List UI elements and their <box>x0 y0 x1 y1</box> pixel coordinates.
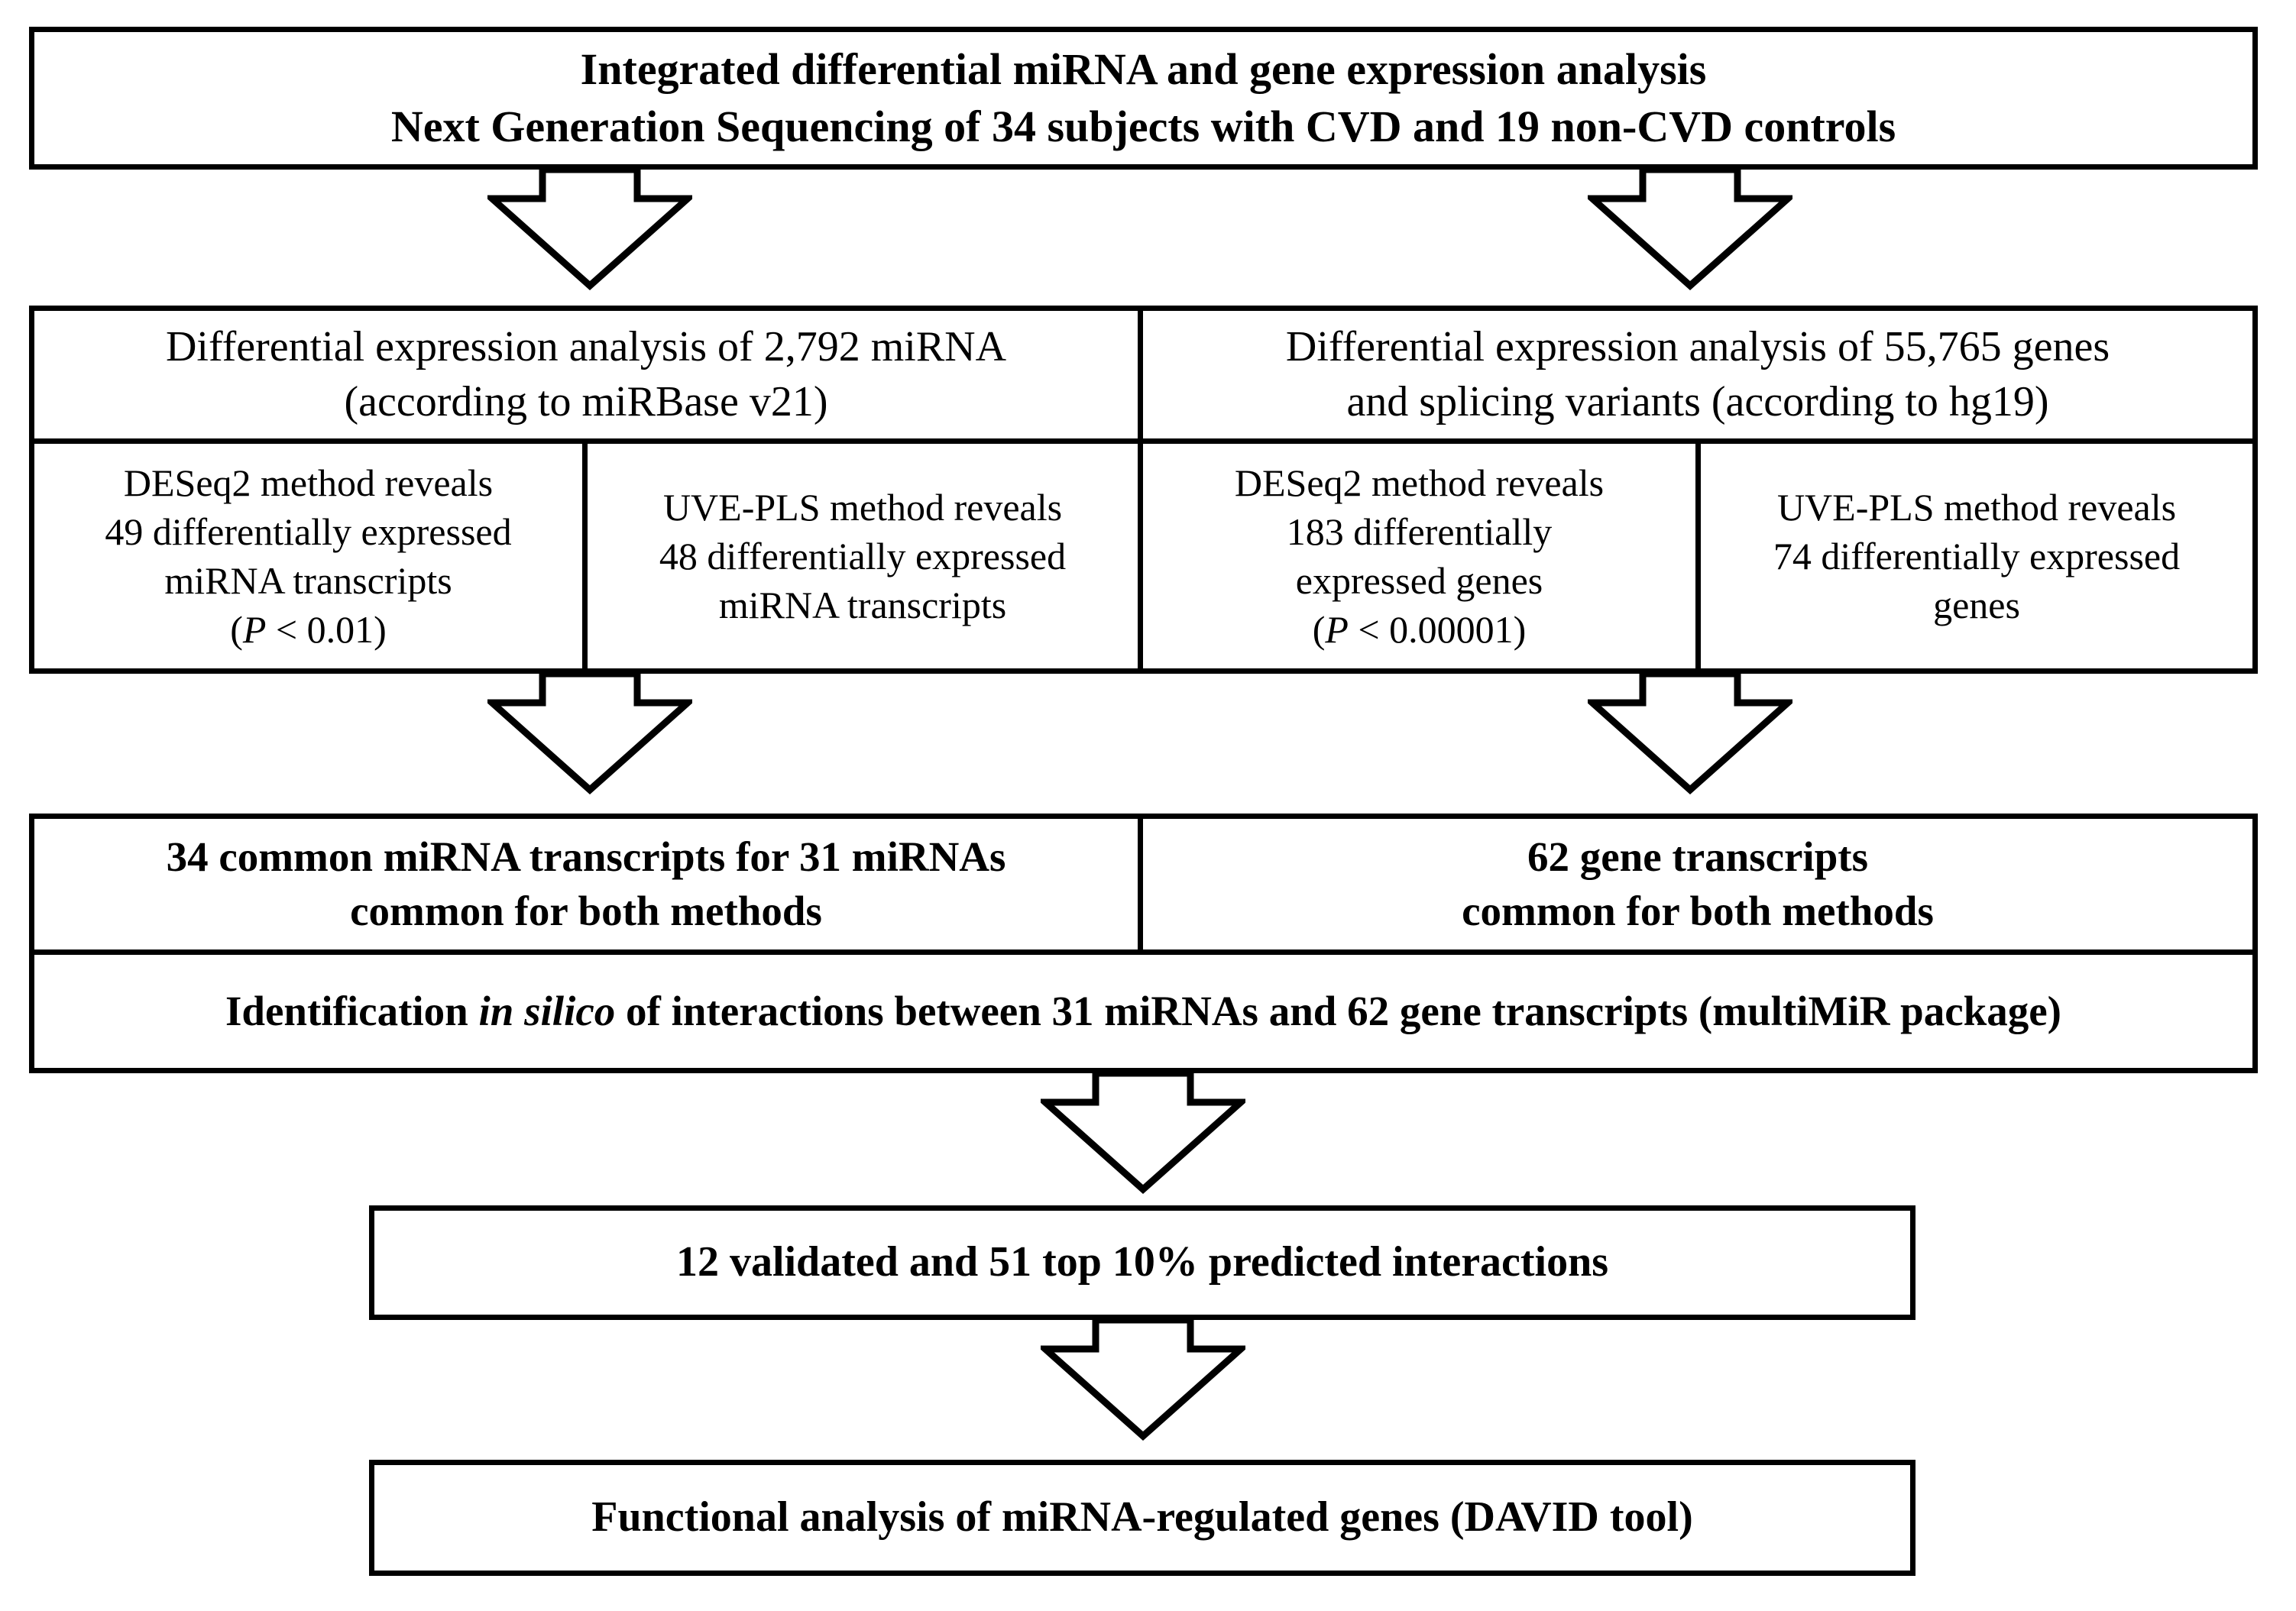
common-block-row-divider <box>29 949 2258 955</box>
analysis-block-center-divider <box>1138 306 1143 674</box>
mirna-uvepls-line2: 48 differentially expressed <box>659 535 1067 577</box>
node-mirna-common: 34 common miRNA transcripts for 31 miRNA… <box>34 819 1138 949</box>
node-mirna-deseq2: DESeq2 method reveals 49 differentially … <box>34 444 582 668</box>
node-insilico: Identification in silico of interactions… <box>34 955 2252 1068</box>
mirna-deseq2-pvalue: (P < 0.01) <box>230 608 387 651</box>
node-functional-analysis: Functional analysis of miRNA-regulated g… <box>369 1460 1915 1576</box>
arrow-gene-methods-to-common <box>1588 674 1792 794</box>
arrow-title-to-gene <box>1588 170 1792 290</box>
study-title-line1: Integrated differential miRNA and gene e… <box>580 44 1707 95</box>
mirna-analysis-line2: (according to miRBase v21) <box>344 377 828 425</box>
node-mirna-analysis: Differential expression analysis of 2,79… <box>34 311 1138 438</box>
mirna-uvepls-text: UVE-PLS method reveals 48 differentially… <box>588 483 1138 629</box>
insilico-latin-phrase: in silico <box>478 987 616 1034</box>
gene-uvepls-line1: UVE-PLS method reveals <box>1776 486 2177 529</box>
insilico-text: Identification in silico of interactions… <box>34 985 2252 1038</box>
insilico-prefix: Identification <box>225 987 479 1034</box>
node-study-title: Integrated differential miRNA and gene e… <box>29 27 2258 170</box>
gene-common-line2: common for both methods <box>1462 887 1934 934</box>
common-block-center-divider <box>1138 814 1143 949</box>
gene-deseq2-line3: expressed genes <box>1295 559 1543 602</box>
analysis-block-row-divider <box>29 438 2258 444</box>
mirna-deseq2-threshold: < 0.01) <box>266 608 387 651</box>
mirna-deseq2-text: DESeq2 method reveals 49 differentially … <box>34 458 582 654</box>
gene-deseq2-line1: DESeq2 method reveals <box>1234 461 1605 504</box>
mirna-deseq2-p-symbol: P <box>242 608 267 651</box>
mirna-deseq2-line2: 49 differentially expressed <box>105 510 512 553</box>
gene-deseq2-text: DESeq2 method reveals 183 differentially… <box>1143 458 1695 654</box>
arrow-mirna-methods-to-common <box>487 674 692 794</box>
mirna-uvepls-line3: miRNA transcripts <box>718 584 1007 626</box>
functional-analysis-text: Functional analysis of miRNA-regulated g… <box>591 1493 1693 1541</box>
gene-analysis-line2: and splicing variants (according to hg19… <box>1346 377 2049 425</box>
gene-analysis-line1: Differential expression analysis of 55,7… <box>1285 322 2110 370</box>
mirna-analysis-text: Differential expression analysis of 2,79… <box>34 320 1138 429</box>
mirna-methods-divider <box>582 438 588 674</box>
analysis-block <box>29 306 2258 674</box>
node-gene-uvepls: UVE-PLS method reveals 74 differentially… <box>1701 444 2252 668</box>
arrow-title-to-mirna <box>487 170 692 290</box>
mirna-deseq2-line1: DESeq2 method reveals <box>123 461 494 504</box>
gene-common-text: 62 gene transcripts common for both meth… <box>1143 830 2252 938</box>
node-gene-deseq2: DESeq2 method reveals 183 differentially… <box>1143 444 1695 668</box>
study-title-line2: Next Generation Sequencing of 34 subject… <box>390 101 1896 151</box>
gene-deseq2-paren-open: ( <box>1312 608 1326 651</box>
common-block <box>29 814 2258 1073</box>
gene-methods-divider <box>1695 438 1701 674</box>
gene-deseq2-line2: 183 differentially <box>1286 510 1553 553</box>
mirna-common-line1: 34 common miRNA transcripts for 31 miRNA… <box>166 833 1006 881</box>
gene-deseq2-threshold: < 0.00001) <box>1348 608 1527 651</box>
arrow-interactions-to-functional <box>1041 1320 1245 1441</box>
arrow-insilico-to-interactions <box>1041 1073 1245 1194</box>
study-title-text: Integrated differential miRNA and gene e… <box>34 41 2252 154</box>
mirna-common-line2: common for both methods <box>350 887 822 934</box>
insilico-suffix: of interactions between 31 miRNAs and 62… <box>615 987 2062 1034</box>
interactions-text: 12 validated and 51 top 10% predicted in… <box>675 1238 1609 1286</box>
mirna-common-text: 34 common miRNA transcripts for 31 miRNA… <box>34 830 1138 938</box>
gene-deseq2-p-symbol: P <box>1325 608 1349 651</box>
mirna-uvepls-line1: UVE-PLS method reveals <box>662 486 1063 529</box>
gene-common-line1: 62 gene transcripts <box>1527 833 1869 881</box>
node-interactions: 12 validated and 51 top 10% predicted in… <box>369 1205 1915 1320</box>
node-mirna-uvepls: UVE-PLS method reveals 48 differentially… <box>588 444 1138 668</box>
gene-uvepls-text: UVE-PLS method reveals 74 differentially… <box>1701 483 2252 629</box>
node-gene-common: 62 gene transcripts common for both meth… <box>1143 819 2252 949</box>
mirna-deseq2-line3: miRNA transcripts <box>164 559 452 602</box>
mirna-analysis-line1: Differential expression analysis of 2,79… <box>165 322 1007 370</box>
mirna-deseq2-paren-open: ( <box>230 608 243 651</box>
gene-uvepls-line2: 74 differentially expressed <box>1773 535 2181 577</box>
node-gene-analysis: Differential expression analysis of 55,7… <box>1143 311 2252 438</box>
gene-uvepls-line3: genes <box>1933 584 2020 626</box>
gene-deseq2-pvalue: (P < 0.00001) <box>1313 608 1527 651</box>
gene-analysis-text: Differential expression analysis of 55,7… <box>1143 320 2252 429</box>
